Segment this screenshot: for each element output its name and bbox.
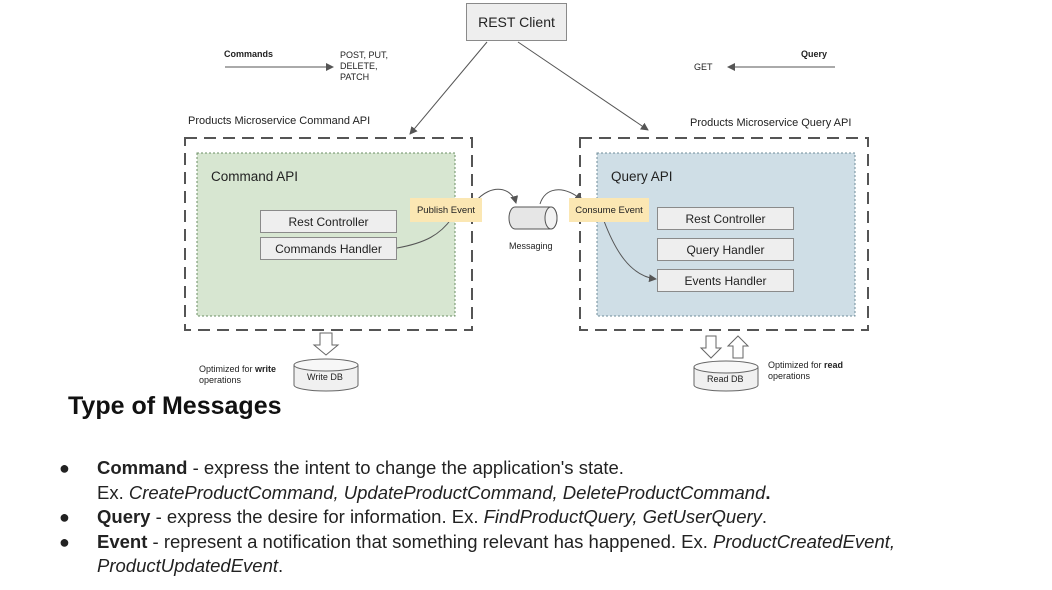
bullet-text: - represent a notification that somethin…: [147, 530, 714, 552]
rest-client-box: REST Client: [466, 3, 567, 41]
bullet-dot-icon: ●: [59, 507, 70, 527]
commands-handler-label: Commands Handler: [275, 241, 382, 256]
command-api-title: Command API: [211, 169, 299, 184]
list-item-event: ● Event - represent a notification that …: [59, 530, 1032, 579]
write-db-label: Write DB: [307, 372, 343, 382]
command-method-line: PATCH: [340, 72, 370, 82]
events-handler-box: Events Handler: [657, 269, 794, 292]
bullet-trailing: .: [765, 481, 771, 503]
publish-event-label: Publish Event: [416, 204, 476, 216]
command-service-title: Products Microservice Command API: [188, 115, 371, 127]
query-rest-controller-label: Rest Controller: [685, 211, 766, 226]
bullet-text: - express the desire for information. Ex…: [150, 506, 484, 527]
read-db-note-suffix: operations: [768, 371, 811, 381]
commands-handler-box: Commands Handler: [260, 237, 397, 260]
write-db-note-prefix: Optimized for: [199, 364, 256, 374]
consume-event-pill: Consume Event: [569, 198, 649, 222]
query-rest-controller-box: Rest Controller: [657, 207, 794, 230]
client-to-query-arrow: [517, 41, 649, 131]
bullet-term: Query: [97, 506, 151, 527]
commands-label: Commands: [224, 49, 274, 59]
read-db-label: Read DB: [707, 374, 744, 384]
query-handler-label: Query Handler: [686, 242, 765, 257]
write-db-note-bold: write: [255, 364, 277, 374]
command-method-line: POST, PUT,: [340, 50, 389, 60]
rest-client-label: REST Client: [478, 14, 555, 30]
commands-handler-to-publish-curve: [396, 217, 453, 249]
consume-event-label: Consume Event: [575, 204, 643, 216]
command-service-container: [184, 137, 473, 331]
write-db-note-suffix: operations: [199, 375, 242, 385]
bullet-term: Event: [97, 530, 148, 552]
client-to-command-arrow: [409, 41, 488, 135]
publish-event-pill: Publish Event: [410, 198, 482, 222]
query-service-title: Products Microservice Query API: [690, 117, 852, 129]
query-handler-box: Query Handler: [657, 238, 794, 261]
read-db-note-bold: read: [824, 360, 844, 370]
write-db-cylinder-icon: [293, 358, 359, 392]
bullet-example-line2: ProductUpdatedEvent: [97, 555, 279, 576]
bullet-trailing: .: [278, 555, 284, 576]
command-rest-controller-label: Rest Controller: [288, 214, 369, 229]
command-api-panel: [196, 152, 456, 317]
publish-to-messaging-curve: [474, 188, 519, 204]
bullet-example: FindProductQuery, GetUserQuery: [483, 506, 762, 527]
list-item-command: ● Command - express the intent to change…: [59, 456, 1032, 505]
write-db-arrow-icon: [312, 332, 340, 356]
read-db-cylinder-icon: [693, 360, 759, 392]
messaging-to-consume-curve: [539, 189, 583, 205]
read-db-note-prefix: Optimized for: [768, 360, 825, 370]
bullet-dot-icon: ●: [59, 458, 70, 478]
architecture-diagram: [184, 41, 869, 392]
message-types-list: ● Command - express the intent to change…: [59, 456, 1032, 579]
bullet-trailing: .: [761, 506, 768, 527]
messaging-queue-icon: [508, 206, 558, 230]
read-db-note: Optimized for read operations: [768, 360, 843, 382]
read-db-down-arrow-icon: [699, 335, 723, 359]
query-label: Query: [801, 49, 828, 59]
command-methods: POST, PUT, DELETE, PATCH: [340, 50, 388, 83]
bullet-example: CreateProductCommand, UpdateProductComma…: [128, 481, 766, 503]
bullet-dot-icon: ●: [59, 531, 70, 552]
command-method-line: DELETE,: [340, 61, 378, 71]
bullet-term: Command: [97, 457, 188, 478]
query-method: GET: [694, 62, 713, 72]
write-db-note: Optimized for write operations: [199, 364, 276, 386]
bullet-example: ProductCreatedEvent,: [713, 530, 896, 552]
read-db-up-arrow-icon: [726, 335, 750, 359]
messaging-label: Messaging: [509, 241, 553, 251]
consume-to-events-handler-curve: [603, 220, 657, 283]
list-item-query: ● Query - express the desire for informa…: [59, 505, 1032, 530]
query-api-title: Query API: [611, 169, 673, 184]
command-rest-controller-box: Rest Controller: [260, 210, 397, 233]
query-service-container: [579, 137, 869, 331]
bullet-example-prefix: Ex.: [97, 481, 129, 503]
section-title: Type of Messages: [68, 392, 282, 420]
bullet-text: - express the intent to change the appli…: [187, 457, 624, 478]
events-handler-label: Events Handler: [684, 273, 767, 288]
